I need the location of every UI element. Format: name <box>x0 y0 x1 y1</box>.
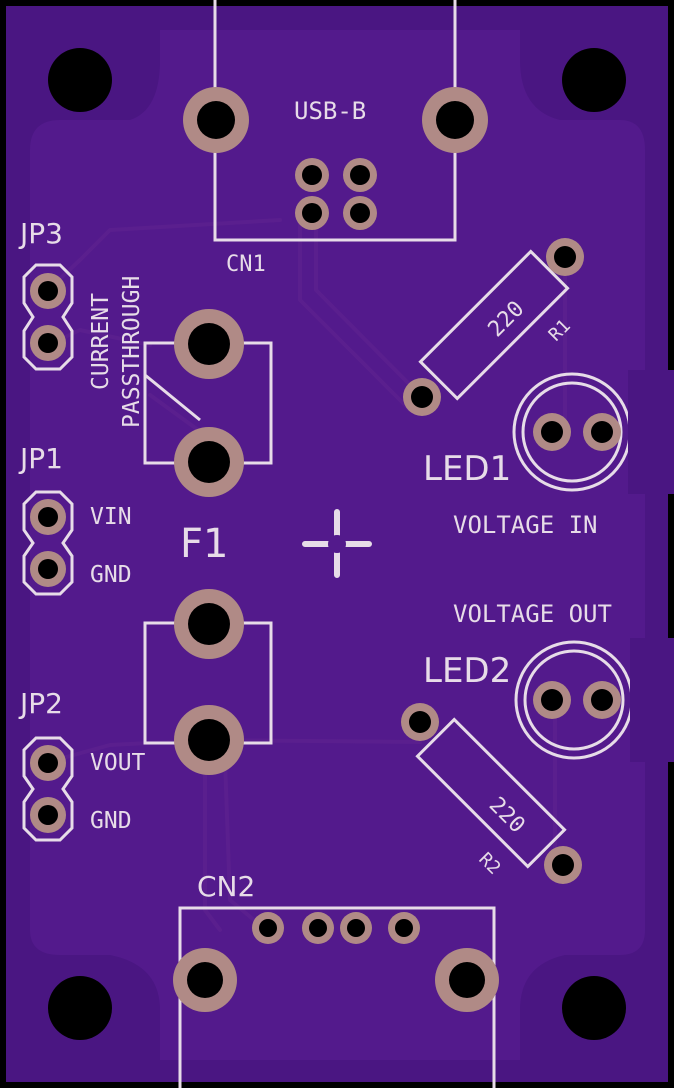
mount-hole-tl <box>48 48 112 112</box>
fiducial-cross <box>302 509 372 578</box>
resistor-r2 <box>401 703 582 884</box>
voltage-out-label: VOLTAGE OUT <box>453 600 612 628</box>
jp3-label: JP3 <box>18 217 63 250</box>
mount-hole-tr <box>562 48 626 112</box>
resistor-r1 <box>403 238 584 416</box>
cn2-connector <box>173 906 499 1088</box>
cn2-label: CN2 <box>197 870 255 903</box>
vout-label: VOUT <box>90 750 146 776</box>
fuse-holder-lower <box>143 589 273 775</box>
jp3-header <box>22 263 74 371</box>
current-label: CURRENT <box>88 293 114 390</box>
jp2-label: JP2 <box>18 687 63 720</box>
gnd-label-top: GND <box>90 562 132 588</box>
jp1-header <box>22 490 74 596</box>
gnd-label-bottom: GND <box>90 808 132 834</box>
led2 <box>514 638 674 762</box>
usb-b-label: USB-B <box>294 97 366 125</box>
usb-b-connector <box>183 0 488 242</box>
f1-label: F1 <box>180 521 228 567</box>
jp1-label: JP1 <box>18 442 63 475</box>
led1 <box>512 370 674 494</box>
passthrough-label: PASSTHROUGH <box>119 276 145 428</box>
fuse-holder-upper <box>143 309 273 497</box>
mount-hole-bl <box>48 976 112 1040</box>
jp2-header <box>22 736 74 842</box>
led1-label: LED1 <box>423 449 511 489</box>
mounting-holes <box>48 48 626 1040</box>
led2-label: LED2 <box>423 651 511 691</box>
mount-hole-br <box>562 976 626 1040</box>
current-passthrough-labels: CURRENT PASSTHROUGH <box>88 276 145 428</box>
voltage-in-label: VOLTAGE IN <box>453 511 598 539</box>
cn1-label: CN1 <box>226 252 266 277</box>
vin-label: VIN <box>90 504 132 530</box>
